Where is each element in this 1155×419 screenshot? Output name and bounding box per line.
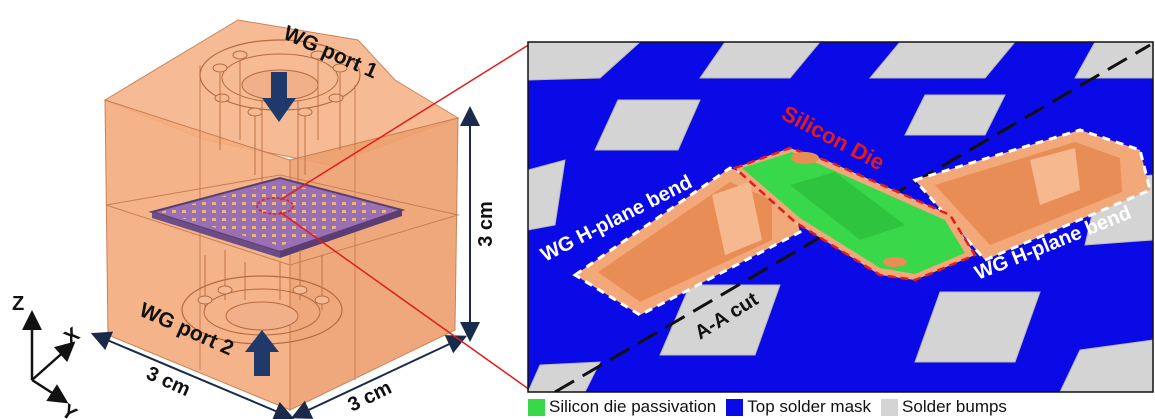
chip-callout-circle	[256, 197, 294, 215]
left-hplane-bend	[572, 166, 802, 317]
legend-swatch-passivation	[528, 398, 545, 416]
legend-item-solder-mask: Top solder mask	[726, 397, 871, 417]
axis-x-label: X	[60, 323, 84, 349]
legend-label-passivation: Silicon die passivation	[549, 397, 717, 416]
zoomed-view: Silicon Die WG H-plane bend WG H-plane b…	[528, 42, 1153, 392]
width-dimension-x-label: 3 cm	[143, 362, 194, 401]
legend-label-solder-bumps: Solder bumps	[902, 397, 1007, 416]
zoom-callout-line-top	[279, 43, 531, 201]
height-dimension-label: 3 cm	[475, 201, 497, 247]
legend-label-solder-mask: Top solder mask	[747, 397, 872, 416]
zoom-callout-line-bottom	[279, 211, 531, 391]
legend-item-solder-bumps: Solder bumps	[881, 397, 1007, 417]
right-hplane-bend	[912, 128, 1152, 262]
port1-arrow	[262, 72, 296, 122]
zoom-frame	[527, 41, 1154, 393]
axis-y-label: Y	[57, 400, 81, 419]
aa-cut-line	[554, 43, 1151, 392]
solder-bumps	[528, 42, 1153, 392]
legend: Silicon die passivation Top solder mask …	[528, 396, 1153, 418]
legend-swatch-solder-bumps	[881, 398, 899, 416]
axes-triad	[22, 310, 76, 404]
cube-right-face	[289, 117, 459, 411]
width-dimension-x-arrow	[90, 331, 295, 419]
waveguide-block-model: WG port 1 WG port 2 3 cm 3 cm 3 cm Z X Y	[12, 19, 497, 419]
axis-z-label: Z	[12, 293, 24, 315]
silicon-die	[732, 146, 977, 282]
width-dimension-y-label: 3 cm	[345, 377, 396, 417]
legend-item-passivation: Silicon die passivation	[528, 397, 716, 417]
width-dimension-y-arrow	[290, 335, 468, 419]
legend-swatch-solder-mask	[726, 398, 744, 416]
